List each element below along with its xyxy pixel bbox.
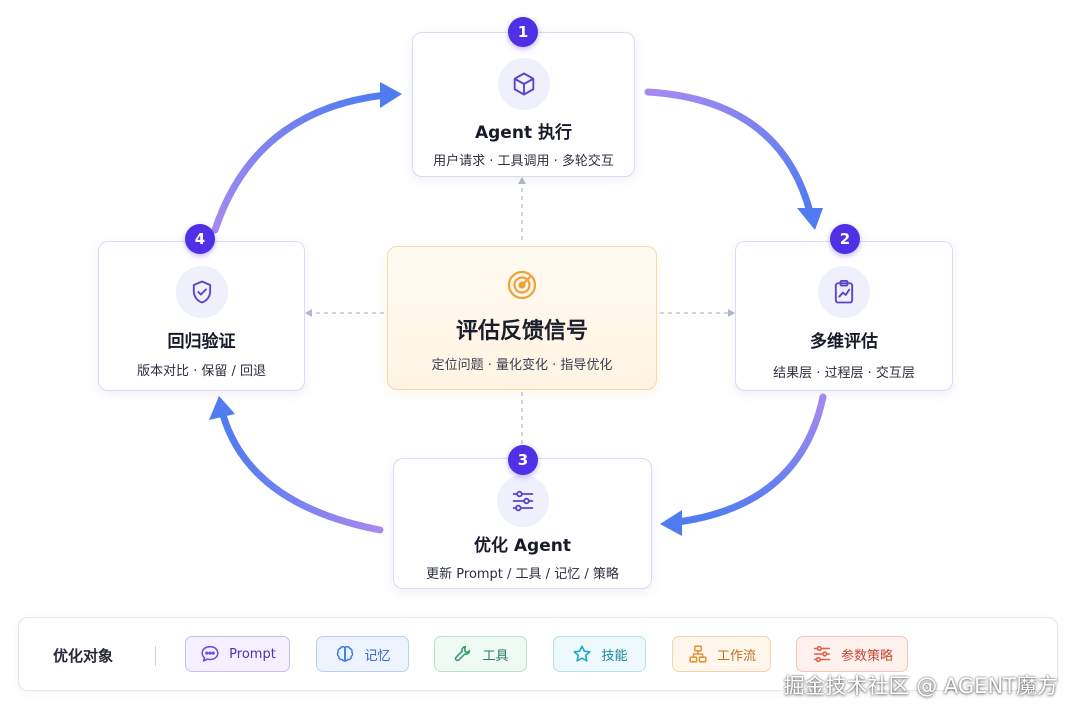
step-badge-2: 2 — [830, 224, 860, 254]
chip-label: 工具 — [482, 648, 509, 664]
optimization-targets-bar: 优化对象 Prompt 记忆 工具 技能 — [18, 617, 1058, 691]
step-title: 回归验证 — [167, 332, 236, 352]
arrowhead-step3 — [660, 510, 682, 536]
chip-label: 参数策略 — [840, 648, 893, 664]
brain-icon — [337, 646, 354, 662]
step-badge-3: 3 — [508, 445, 538, 475]
step-subtitle: 版本对比 · 保留 / 回退 — [136, 364, 267, 379]
center-subtitle: 定位问题 · 量化变化 · 指导优化 — [431, 358, 613, 373]
sliders-icon — [512, 490, 533, 512]
step-subtitle: 结果层 · 过程层 · 交互层 — [773, 366, 915, 381]
sliders-icon-wrap — [496, 475, 549, 527]
chip-workflow[interactable]: 工作流 — [672, 636, 771, 672]
legend-title: 优化对象 — [53, 647, 114, 665]
star-icon — [573, 645, 592, 662]
chip-label: Prompt — [229, 646, 276, 662]
arrow-step4-to-step1 — [211, 91, 389, 234]
cube-icon — [513, 72, 534, 96]
arrow-step1-to-step2 — [644, 88, 814, 216]
step-card-optimize: 优化 Agent 更新 Prompt / 工具 / 记忆 / 策略 — [393, 458, 652, 589]
legend-divider — [155, 646, 156, 666]
step-subtitle: 更新 Prompt / 工具 / 记忆 / 策略 — [426, 567, 619, 582]
arrow-step3-to-step4 — [219, 411, 384, 534]
step-card-evaluation: 多维评估 结果层 · 过程层 · 交互层 — [735, 241, 953, 391]
chat-bubble-icon — [201, 645, 219, 662]
connector-arrowheads — [305, 177, 735, 317]
center-title: 评估反馈信号 — [455, 319, 588, 344]
chip-label: 工作流 — [716, 648, 756, 664]
sliders-icon — [813, 645, 831, 663]
watermark: 掘金技术社区 @ AGENT魔方 — [783, 674, 1058, 698]
step-card-regression: 回归验证 版本对比 · 保留 / 回退 — [98, 241, 305, 391]
arrow-step2-to-step3 — [674, 393, 827, 526]
target-icon-wrap — [502, 265, 542, 305]
step-badge-1: 1 — [508, 17, 538, 47]
chip-tools[interactable]: 工具 — [434, 636, 527, 672]
arrowhead-step4 — [209, 396, 235, 420]
center-feedback-card: 评估反馈信号 定位问题 · 量化变化 · 指导优化 — [387, 246, 657, 390]
step-subtitle: 用户请求 · 工具调用 · 多轮交互 — [433, 154, 614, 169]
clipboard-chart-icon — [834, 279, 854, 304]
shield-icon-wrap — [175, 266, 228, 318]
shield-check-icon — [192, 280, 211, 304]
flow-icon — [689, 645, 707, 663]
arrowhead-step1 — [380, 82, 402, 108]
arrowhead-step2 — [797, 208, 823, 230]
step-badge-4: 4 — [185, 224, 215, 254]
chip-label: 技能 — [601, 648, 628, 664]
step-card-agent-execute: Agent 执行 用户请求 · 工具调用 · 多轮交互 — [412, 32, 635, 177]
clipboard-icon-wrap — [818, 266, 870, 318]
target-icon — [507, 270, 537, 300]
chip-skills[interactable]: 技能 — [553, 636, 646, 672]
chip-memory[interactable]: 记忆 — [316, 636, 409, 672]
chip-prompt[interactable]: Prompt — [185, 636, 290, 672]
wrench-icon — [455, 645, 471, 662]
chip-label: 记忆 — [364, 648, 391, 664]
step-title: 多维评估 — [810, 332, 878, 352]
chip-param-strategy[interactable]: 参数策略 — [796, 636, 908, 672]
step-title: 优化 Agent — [473, 536, 571, 556]
step-title: Agent 执行 — [474, 123, 572, 143]
dashed-connectors — [308, 180, 732, 455]
cube-icon-wrap — [497, 58, 550, 110]
